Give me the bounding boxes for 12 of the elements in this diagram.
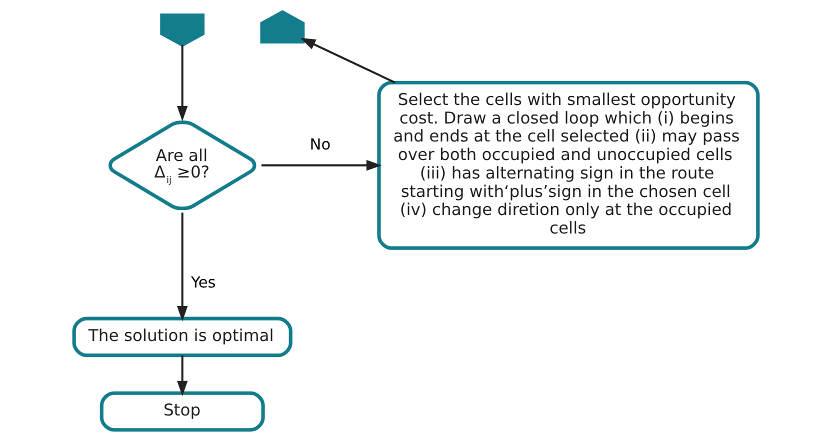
- arrow: [176, 44, 188, 122]
- arrow: [300, 38, 395, 84]
- arrow: [176, 212, 188, 322]
- edge-label: No: [309, 136, 330, 154]
- arrow: [260, 160, 382, 171]
- node-box: The solution is optimal: [72, 316, 292, 358]
- arrow: [176, 356, 188, 396]
- node-box: Stop: [99, 391, 264, 432]
- node-box: Select the cells with smallest opportunity cost. Draw a closed loop which (i) begins and ends at the cell selected (ii) may pass over both occupied and unoccupied cells (iii) has alternating sign in the route starting with‘plus’sign in the chosen cell (iv) change diretion only at the occupied cells: [376, 80, 760, 250]
- edge-label: Yes: [190, 273, 216, 292]
- node-pentagon: [160, 13, 204, 47]
- node-pentagon: [260, 10, 304, 44]
